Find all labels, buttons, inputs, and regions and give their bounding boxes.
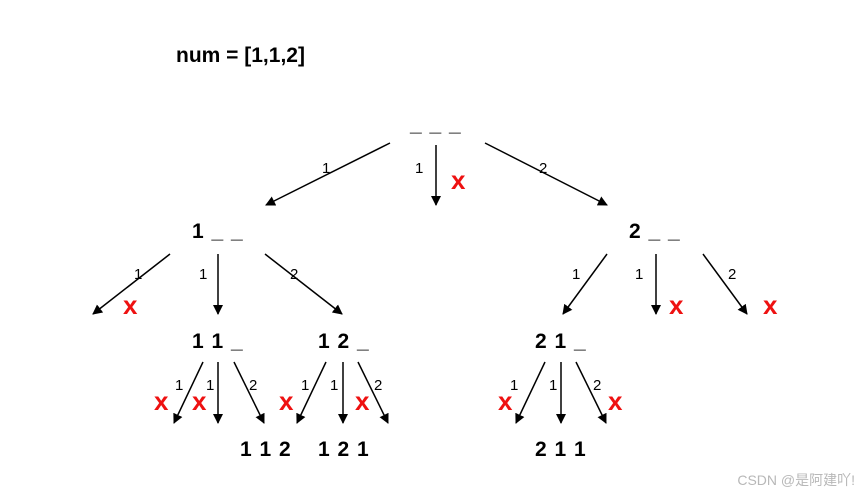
edge-root-to-2 (484, 142, 608, 206)
edge-label-n12-1a: 1 (301, 377, 310, 394)
edge-label-n12-1b: 1 (330, 377, 339, 394)
result-211: 2 1 1 (535, 438, 587, 461)
edge-n12-2-pruned (357, 361, 389, 424)
edge-n1-1-pruned (92, 253, 171, 315)
prune-mark: x (763, 290, 778, 320)
prune-mark: x (608, 386, 623, 416)
prune-mark: x (192, 386, 207, 416)
edge-n11-to-112 (233, 361, 265, 424)
edge-label-n2-1: 1 (572, 266, 581, 283)
edge-n2-2-pruned (702, 253, 748, 315)
edge-label-n21-1a: 1 (510, 377, 519, 394)
prune-mark: x (279, 386, 294, 416)
edge-label-n1-1a: 1 (134, 266, 143, 283)
edge-n2-to-21 (562, 253, 608, 315)
edge-label-n2-1b: 1 (635, 266, 644, 283)
result-112: 1 1 2 (240, 438, 292, 461)
edge-root-to-1 (265, 142, 391, 206)
node-11: 1 1 _ (192, 330, 244, 353)
edge-label-n21-2: 2 (593, 377, 602, 394)
edge-label-n2-2: 2 (728, 266, 737, 283)
edge-label-n1-1b: 1 (199, 266, 208, 283)
node-12: 1 2 _ (318, 330, 370, 353)
edge-label-root-1a: 1 (322, 160, 331, 177)
prune-mark: x (451, 165, 466, 195)
edge-n21-2b-pruned (575, 361, 607, 424)
prune-mark: x (123, 290, 138, 320)
prune-mark: x (498, 386, 513, 416)
edge-label-n11-2: 2 (249, 377, 258, 394)
edge-label-n12-2: 2 (374, 377, 383, 394)
watermark: CSDN @是阿建吖! (737, 472, 855, 488)
prune-mark: x (669, 290, 684, 320)
edge-label-n1-2: 2 (290, 266, 299, 283)
edge-label-n21-1b: 1 (549, 377, 558, 394)
node-root: _ _ _ (410, 113, 462, 136)
edge-label-n11-1b: 1 (206, 377, 215, 394)
node-2: 2 _ _ (629, 220, 681, 243)
prune-mark: x (154, 386, 169, 416)
edge-n12-to-121 (296, 361, 327, 424)
edge-n1-to-12 (264, 253, 343, 315)
problem-title: num = [1,1,2] (176, 44, 305, 67)
edge-n11-1a-pruned (173, 361, 204, 424)
edge-n21-2-pruned (515, 361, 546, 424)
node-21: 2 1 _ (535, 330, 587, 353)
prune-mark: x (355, 386, 370, 416)
node-1: 1 _ _ (192, 220, 244, 243)
edge-label-n11-1a: 1 (175, 377, 184, 394)
edge-label-root-1b: 1 (415, 160, 424, 177)
result-121: 1 2 1 (318, 438, 370, 461)
edge-label-root-2: 2 (539, 160, 548, 177)
